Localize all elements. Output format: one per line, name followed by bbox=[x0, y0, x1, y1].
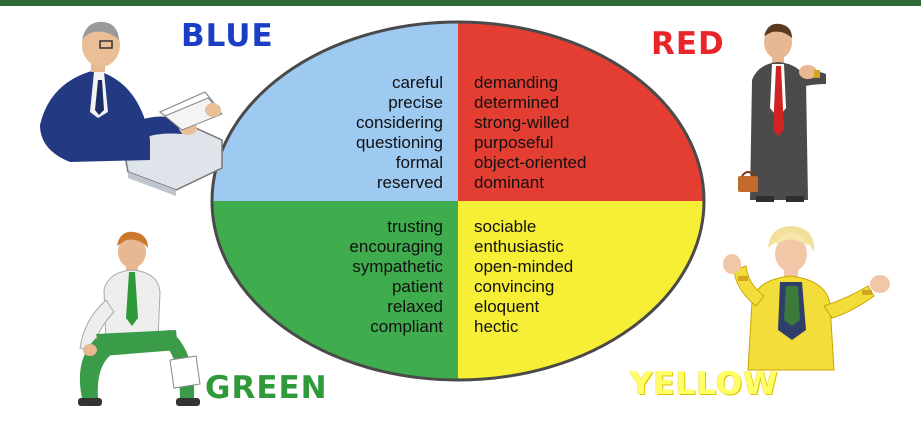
trait-item: trusting bbox=[387, 217, 443, 236]
trait-item: formal bbox=[395, 153, 443, 172]
trait-item: patient bbox=[391, 277, 443, 296]
quadrant-yellow bbox=[458, 201, 704, 380]
trait-item: relaxed bbox=[387, 297, 443, 316]
quadrant-blue bbox=[212, 22, 458, 201]
businessman-reading-icon bbox=[40, 21, 223, 196]
ellipse-quadrants bbox=[210, 20, 706, 382]
trait-item: demanding bbox=[474, 73, 559, 92]
trait-item: careful bbox=[391, 73, 443, 92]
ellipse-outline bbox=[210, 20, 706, 382]
trait-item: determined bbox=[474, 93, 560, 112]
woman-gesturing-icon bbox=[723, 226, 890, 371]
trait-item: open-minded bbox=[474, 257, 574, 276]
trait-item: strong-willed bbox=[474, 113, 570, 132]
title-blue: BLUE bbox=[181, 18, 274, 54]
trait-item: dominant bbox=[474, 173, 544, 192]
trait-item: sympathetic bbox=[352, 257, 443, 276]
trait-list-green: trusting encouraging sympathetic patient… bbox=[349, 217, 443, 337]
trait-list-red: demanding determined strong-willed purpo… bbox=[474, 73, 586, 193]
trait-item: hectic bbox=[474, 317, 519, 336]
trait-list-blue: careful precise considering questioning … bbox=[356, 73, 443, 193]
trait-item: reserved bbox=[376, 173, 443, 192]
trait-item: object-oriented bbox=[474, 153, 587, 172]
title-green: GREEN bbox=[205, 370, 328, 406]
trait-item: precise bbox=[388, 93, 443, 112]
trait-item: eloquent bbox=[474, 297, 540, 316]
man-sitting-icon bbox=[78, 231, 201, 406]
trait-item: compliant bbox=[370, 317, 443, 336]
trait-item: considering bbox=[356, 113, 443, 132]
title-red: RED bbox=[651, 26, 725, 62]
top-bar bbox=[0, 0, 921, 6]
title-yellow: YELLOW bbox=[630, 366, 779, 402]
trait-item: sociable bbox=[474, 217, 537, 236]
trait-item: enthusiastic bbox=[474, 237, 564, 256]
trait-item: encouraging bbox=[349, 237, 443, 256]
trait-item: questioning bbox=[356, 133, 443, 152]
quadrant-green bbox=[212, 201, 458, 380]
quadrant-red bbox=[458, 22, 704, 201]
man-checking-watch-icon bbox=[738, 23, 826, 202]
trait-item: purposeful bbox=[474, 133, 554, 152]
trait-item: convincing bbox=[474, 277, 555, 296]
trait-list-yellow: sociable enthusiastic open-minded convin… bbox=[474, 217, 573, 337]
